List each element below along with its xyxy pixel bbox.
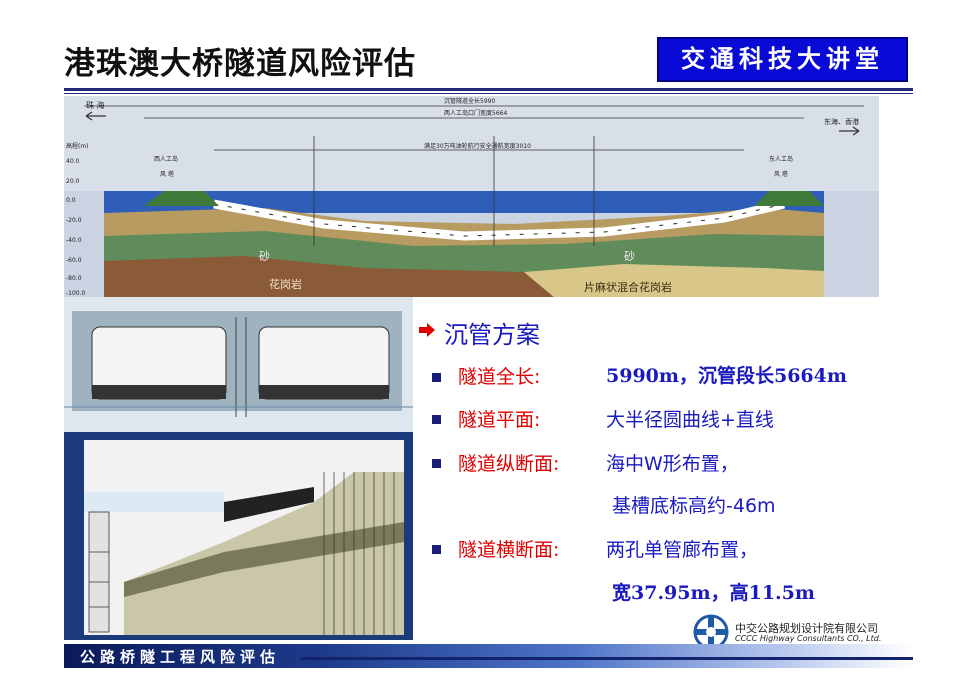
profile-right-island: 东人工岛 <box>769 155 793 163</box>
item-value-length: 5990m，沉管段长5664m <box>606 365 847 387</box>
profile-gneiss: 片麻状混合花岗岩 <box>584 280 672 294</box>
profile-sand-2: 砂 <box>624 250 635 263</box>
brand-badge: 交通科技大讲堂 <box>657 37 908 82</box>
company-name-en: CCCC Highway Consultants CO., Ltd. <box>735 634 882 643</box>
svg-text:-100.0: -100.0 <box>66 290 86 297</box>
profile-sand-1: 砂 <box>259 250 270 263</box>
item-value-cross-2: 宽37.95m，高11.5m <box>612 582 815 604</box>
svg-text:20.0: 20.0 <box>66 178 80 185</box>
item-label-longitudinal: 隧道纵断面: <box>458 453 560 475</box>
item-label-cross: 隧道横断面: <box>458 539 560 561</box>
tunnel-profile-diagram: 珠 海 东海、香港 沉管隧道全长5990 两人工岛口门宽度5664 满足30万吨… <box>64 96 879 297</box>
company-name-cn: 中交公路规划设计院有限公司 <box>735 622 878 635</box>
bullet-icon <box>432 373 441 382</box>
footer-line <box>300 657 913 660</box>
content-panel <box>414 297 879 642</box>
bullet-icon <box>432 415 441 424</box>
profile-granite: 花岗岩 <box>269 277 302 291</box>
svg-text:-40.0: -40.0 <box>66 237 82 244</box>
profile-axis-title: 高程(m) <box>66 142 89 150</box>
footer-bar <box>64 644 913 668</box>
svg-text:40.0: 40.0 <box>66 158 80 165</box>
profile-total-length: 沉管隧道全长5990 <box>444 97 495 105</box>
section-heading: 沉管方案 <box>444 321 540 349</box>
svg-text:0.0: 0.0 <box>66 197 76 204</box>
item-value-plane: 大半径圆曲线+直线 <box>606 409 774 431</box>
item-value-longitudinal: 海中W形布置， <box>606 453 739 475</box>
page-title: 港珠澳大桥隧道风险评估 <box>64 46 416 82</box>
header-divider <box>64 88 913 91</box>
svg-text:-60.0: -60.0 <box>66 257 82 264</box>
item-value-longitudinal-2: 基槽底标高约-46m <box>612 495 776 517</box>
profile-elevation-axis: 40.0 20.0 0.0 -20.0 -40.0 -60.0 -80.0 -1… <box>66 158 86 297</box>
bullet-icon <box>432 545 441 554</box>
svg-text:-20.0: -20.0 <box>66 217 82 224</box>
profile-left-shaft: 风 塔 <box>160 170 174 178</box>
profile-right-shaft: 风 塔 <box>774 170 788 178</box>
svg-text:-80.0: -80.0 <box>66 275 82 282</box>
bullet-icon <box>432 459 441 468</box>
profile-left-island: 西人工岛 <box>154 155 178 163</box>
profile-right-label: 东海、香港 <box>824 117 859 126</box>
arrow-right-icon <box>419 323 435 337</box>
footer-title: 公路桥隧工程风险评估 <box>80 648 281 666</box>
item-label-plane: 隧道平面: <box>458 409 541 431</box>
profile-immersed-length: 两人工岛口门宽度5664 <box>444 109 507 117</box>
profile-span-label: 满足30万吨油轮航行安全通航宽度3010 <box>424 142 531 150</box>
header-divider-thin <box>64 93 913 94</box>
profile-left-label: 珠 海 <box>86 100 105 110</box>
item-value-cross: 两孔单管廊布置， <box>606 539 759 561</box>
tunnel-cross-section-diagram <box>64 297 413 432</box>
construction-section-diagram <box>64 432 413 640</box>
item-label-length: 隧道全长: <box>458 366 541 388</box>
